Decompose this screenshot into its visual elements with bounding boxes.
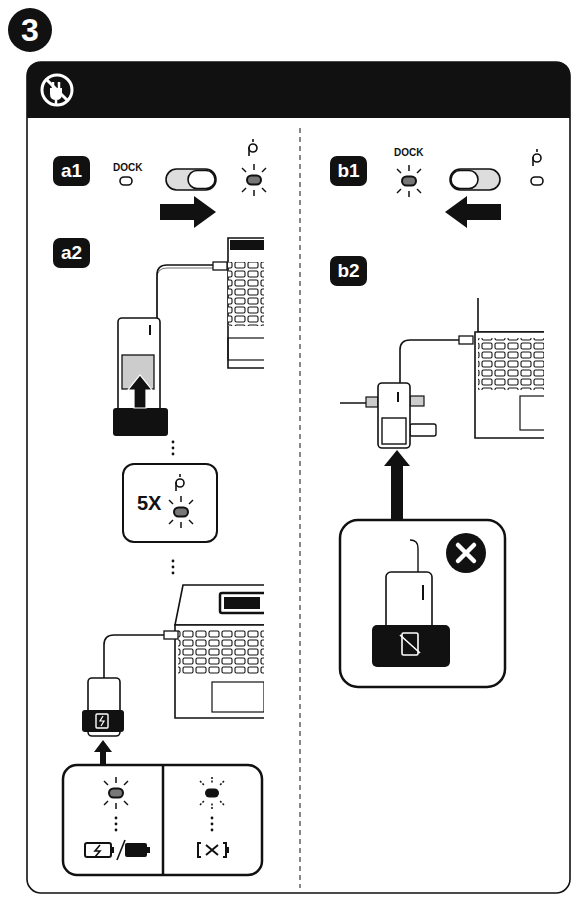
step-badge: a1 bbox=[53, 156, 90, 186]
step-badge: b2 bbox=[330, 256, 367, 286]
step-badge: a2 bbox=[53, 238, 90, 268]
blink-count-box: 5X bbox=[122, 463, 218, 543]
led-label: DOCK bbox=[113, 162, 142, 173]
blink-count-box-text: 5X bbox=[137, 492, 161, 515]
led-label: DOCK bbox=[394, 147, 423, 158]
step-number-text: 3 bbox=[21, 12, 39, 49]
step-badge-text: b2 bbox=[337, 260, 359, 282]
step-badge-text: a1 bbox=[61, 160, 82, 182]
step-badge-text: b1 bbox=[337, 160, 359, 182]
step-number: 3 bbox=[8, 8, 52, 52]
step-badge: b1 bbox=[330, 156, 367, 186]
step-badge-text: a2 bbox=[61, 242, 82, 264]
